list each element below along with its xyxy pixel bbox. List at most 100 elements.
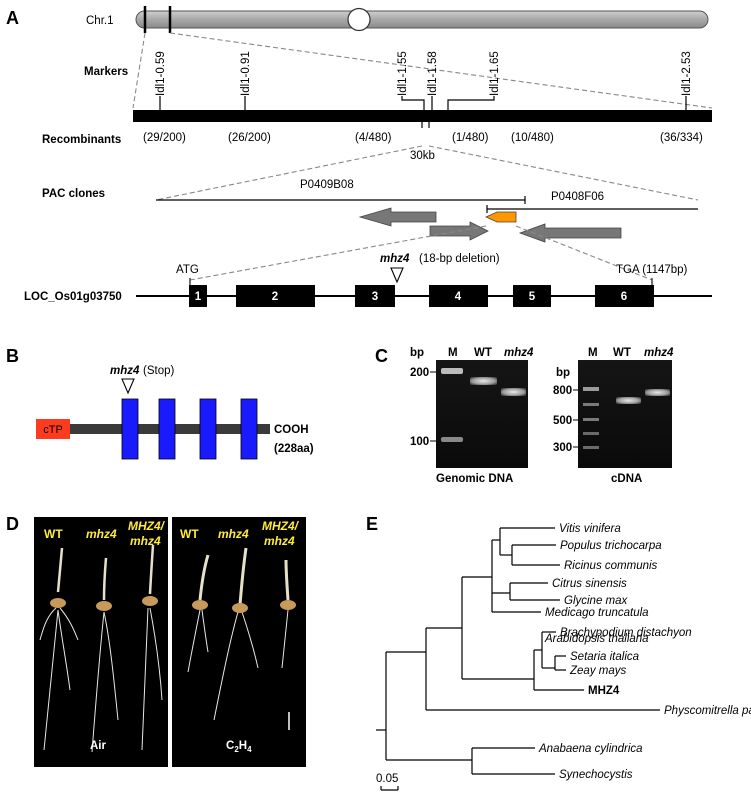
marker-tick [447,96,495,114]
mutation-description: (18-bp deletion) [419,253,500,265]
tree-leaf-label: Populus trichocarpa [560,540,662,552]
recombinant-count: (4/480) [355,132,392,144]
genotype-label: mhz4 [218,527,249,541]
gel-band [616,397,641,404]
lane-label: WT [613,347,631,359]
size-tick: 300 [553,442,572,454]
gel-band [501,388,526,396]
root [281,609,289,669]
pac-clone-label: P0409B08 [300,179,354,191]
centromere [347,7,371,32]
seedling-photo-ethylene [172,517,306,767]
shoot [238,547,248,606]
root [141,607,149,751]
lane-label: mhz4 [644,347,674,359]
transmembrane-domain [199,398,217,460]
tree-leaf-label: Brachypodium distachyon [560,627,692,639]
zoom-line-left [189,225,487,281]
marker-label: Idl1-0.91 [240,51,252,96]
c-terminus-label: COOH [274,424,309,436]
marker-label: Idl1-1.58 [427,51,439,96]
root [187,609,201,673]
unit-label: bp [556,367,570,379]
genotype-label: MHZ4/ [262,519,300,533]
gene-arrow [358,207,437,227]
protein-length: (228aa) [274,443,314,455]
tree-leaf-label: Citrus sinensis [552,578,627,590]
gene-id: LOC_Os01g03750 [24,291,122,303]
root [103,611,119,721]
gel-band [441,437,463,442]
phylogenetic-tree [376,527,660,791]
marker-label: Idl1-2.53 [681,51,693,96]
gel-caption: Genomic DNA [436,473,513,485]
seed [192,600,208,610]
size-tick: 800 [553,385,572,397]
zoom-line-right [169,32,713,109]
shoot [284,559,290,601]
root [91,611,105,753]
tree-leaf-label: Arabidopsis thaliana [544,633,649,645]
tree-leaf-label: Setaria italica [570,651,639,663]
exon [513,285,551,307]
panel-d: D WT mhz4 MHZ4/ mhz4 Air WT mhz4 MHZ4/ m [6,514,306,767]
panel-label-a: A [6,8,19,28]
tree-leaf-label: Zeay mays [569,665,626,677]
ctp-label: cTP [43,424,63,436]
root [43,609,59,751]
exon-number: 2 [272,291,278,303]
panel-b: B mhz4 (Stop) cTP COOH (228aa) [6,346,314,460]
unit-label: bp [410,347,424,359]
scale-label: 0.05 [376,773,398,785]
marker-label: Idl1-1.55 [397,51,409,96]
start-codon: ATG [176,264,199,276]
transmembrane-domain [158,398,176,460]
mutant-name: mhz4 [380,253,410,265]
exon-number: 5 [529,291,536,303]
condition-label: Air [90,740,107,752]
marker-label: Idl1-0.59 [155,51,167,96]
genotype-label: MHZ4/ [128,519,166,533]
genomic-gel [436,360,528,468]
recombinant-count: (1/480) [452,132,489,144]
genotype-label: mhz4 [264,534,295,548]
root [39,607,57,641]
gel-band [645,389,670,396]
exon [189,285,207,307]
ctp-domain [36,419,70,439]
genotype-label: WT [44,527,63,541]
root [213,611,239,721]
recombinants-title: Recombinants [42,134,121,146]
size-tick: 100 [410,436,429,448]
root [201,609,209,653]
panel-label-c: C [375,346,388,366]
recombinant-count: (29/200) [143,132,186,144]
transmembrane-domain [240,398,258,460]
exons [189,285,654,307]
seed [142,596,158,606]
mutant-name: mhz4 [110,365,140,377]
lane-label: M [588,347,598,359]
seed [280,600,296,610]
stop-site-icon [121,378,135,395]
stop-codon: TGA (1147bp) [616,264,688,276]
tree-leaf-label: MHZ4 [588,685,620,697]
root [57,609,71,691]
recombinant-count: (26/200) [228,132,271,144]
mutation-site-icon [390,267,404,284]
size-tick: 500 [553,415,572,427]
recombinant-count: (10/480) [511,132,554,144]
shoot [56,547,64,593]
seed [50,598,66,608]
tree-leaf-label: Physcomitrella patens [664,705,751,717]
seedlings-ethylene [187,547,290,721]
panel-label-b: B [6,346,19,366]
panel-a: A Chr.1 Markers Idl1-0.59 Idl1-0.91 Idl1… [6,6,713,307]
shoot [102,557,108,601]
candidate-gene-arrow [485,211,517,223]
condition-label: C2H4 [226,740,252,754]
zoom-line-right [515,225,653,281]
exon-number: 1 [195,291,202,303]
gel-band [583,387,599,391]
